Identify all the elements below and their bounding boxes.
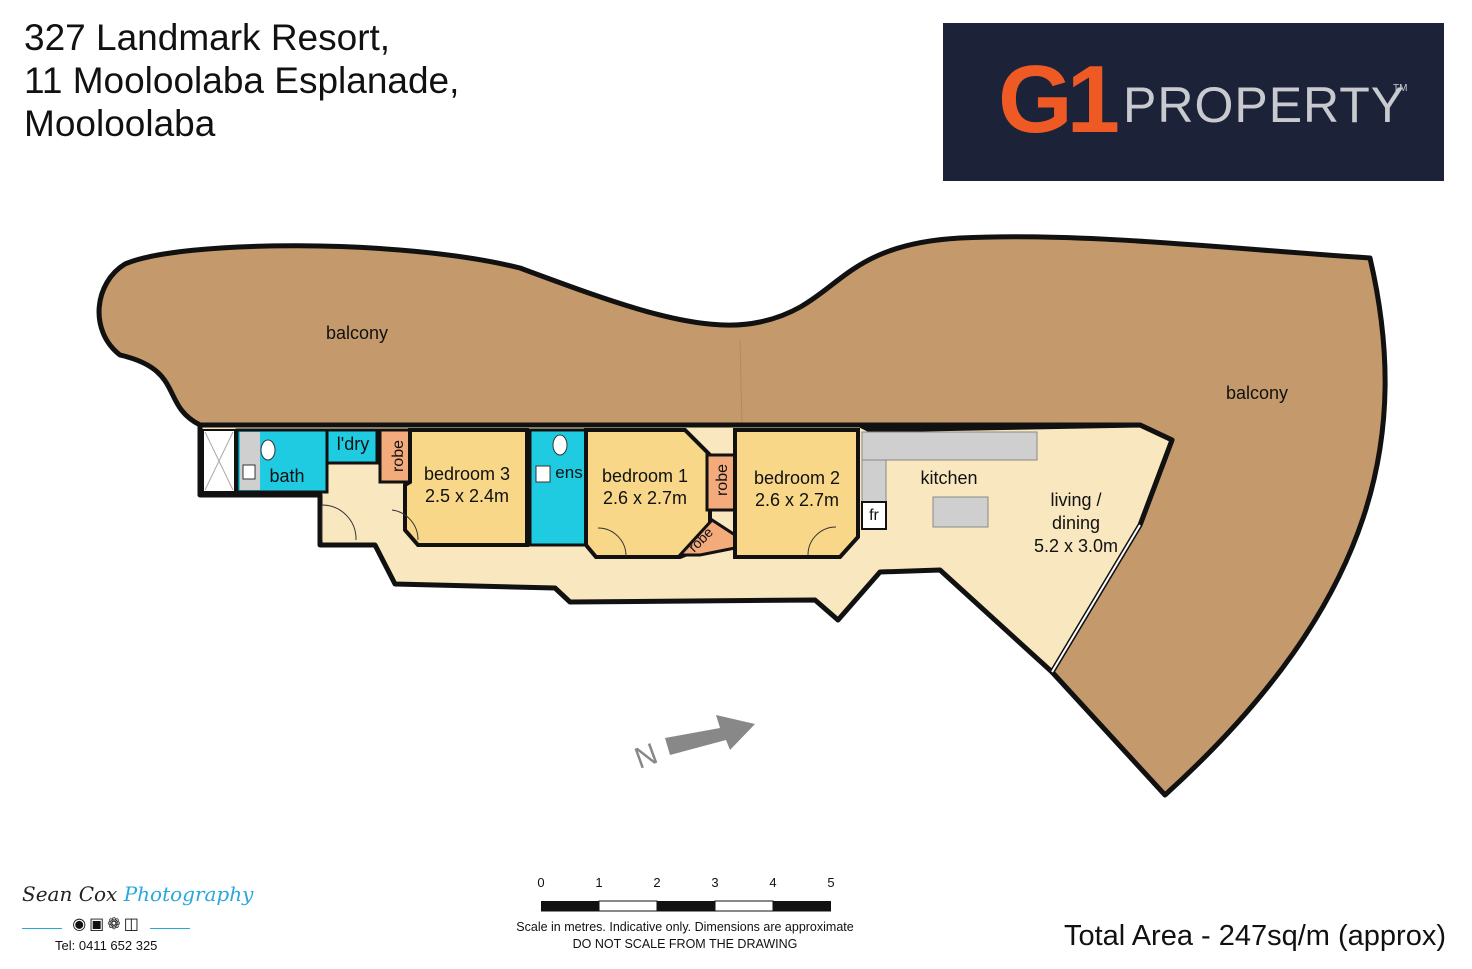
- property-address: 327 Landmark Resort, 11 Mooloolaba Espla…: [24, 16, 459, 145]
- address-line-2: 11 Mooloolaba Esplanade,: [24, 60, 460, 101]
- label-fridge: fr: [869, 507, 879, 524]
- photographer-credit: Sean Cox Photography ◉▣❁◫ Tel: 0411 652 …: [22, 882, 253, 953]
- label-balcony-left: balcony: [326, 323, 388, 343]
- photographer-tel: Tel: 0411 652 325: [55, 938, 158, 953]
- label-robe-2: robe: [714, 464, 731, 496]
- scale-tick-4: 4: [769, 875, 776, 890]
- label-bedroom3-size: 2.5 x 2.4m: [425, 486, 509, 506]
- label-bedroom1-size: 2.6 x 2.7m: [603, 488, 687, 508]
- label-balcony-right: balcony: [1226, 383, 1288, 403]
- camera-icon: ◉: [72, 916, 90, 933]
- robe-1: [378, 428, 412, 484]
- label-bath: bath: [269, 466, 304, 486]
- logo-word: PROPERTY: [1123, 77, 1406, 133]
- scale-note-2: DO NOT SCALE FROM THE DRAWING: [572, 937, 798, 951]
- laundry-room: [325, 428, 379, 465]
- logo-trademark: TM: [1393, 83, 1408, 94]
- photographer-name-part1: Sean Cox: [22, 882, 118, 906]
- g1-property-logo: G1 PROPERTY TM: [943, 23, 1444, 181]
- scale-tick-2: 2: [653, 875, 660, 890]
- logo-mark: G1: [998, 46, 1120, 153]
- scale-tick-5: 5: [827, 875, 834, 890]
- scale-tick-3: 3: [711, 875, 718, 890]
- floorplan-icon: ◫: [123, 916, 142, 933]
- label-bedroom3-name: bedroom 3: [424, 464, 510, 484]
- bedroom-2: [733, 428, 860, 559]
- label-living-line1: living /: [1050, 490, 1101, 510]
- label-kitchen: kitchen: [920, 468, 977, 488]
- label-bedroom2-name: bedroom 2: [754, 468, 840, 488]
- label-laundry: l'dry: [337, 434, 369, 454]
- credit-divider-left: [22, 928, 62, 929]
- scale-bar: 0 1 2 3 4 5: [537, 875, 835, 912]
- credit-divider-right: [150, 928, 190, 929]
- photographer-signature: Sean Cox Photography: [22, 882, 253, 906]
- service-icons: ◉▣❁◫: [22, 914, 192, 934]
- video-icon: ▣: [89, 916, 108, 933]
- address-line-1: 327 Landmark Resort,: [24, 17, 391, 58]
- photographer-name-part2: Photography: [123, 882, 254, 906]
- label-bedroom1-name: bedroom 1: [602, 466, 688, 486]
- label-bedroom2-size: 2.6 x 2.7m: [755, 490, 839, 510]
- scale-tick-1: 1: [595, 875, 602, 890]
- label-living-size: 5.2 x 3.0m: [1034, 536, 1118, 556]
- compass-letter: N: [630, 737, 662, 775]
- address-line-3: Mooloolaba: [24, 103, 216, 144]
- north-arrow-icon: N: [630, 715, 755, 776]
- label-robe-1: robe: [390, 440, 407, 472]
- drone-icon: ❁: [107, 916, 124, 933]
- robe-2: [705, 453, 737, 512]
- bedroom-3: [403, 428, 529, 547]
- label-living-line2: dining: [1052, 513, 1100, 533]
- total-area: Total Area - 247sq/m (approx): [1063, 920, 1446, 952]
- scale-tick-0: 0: [537, 875, 544, 890]
- kitchen-bench: [861, 431, 1038, 461]
- label-ensuite: ens: [555, 463, 582, 482]
- scale-note-1: Scale in metres. Indicative only. Dimens…: [516, 920, 854, 934]
